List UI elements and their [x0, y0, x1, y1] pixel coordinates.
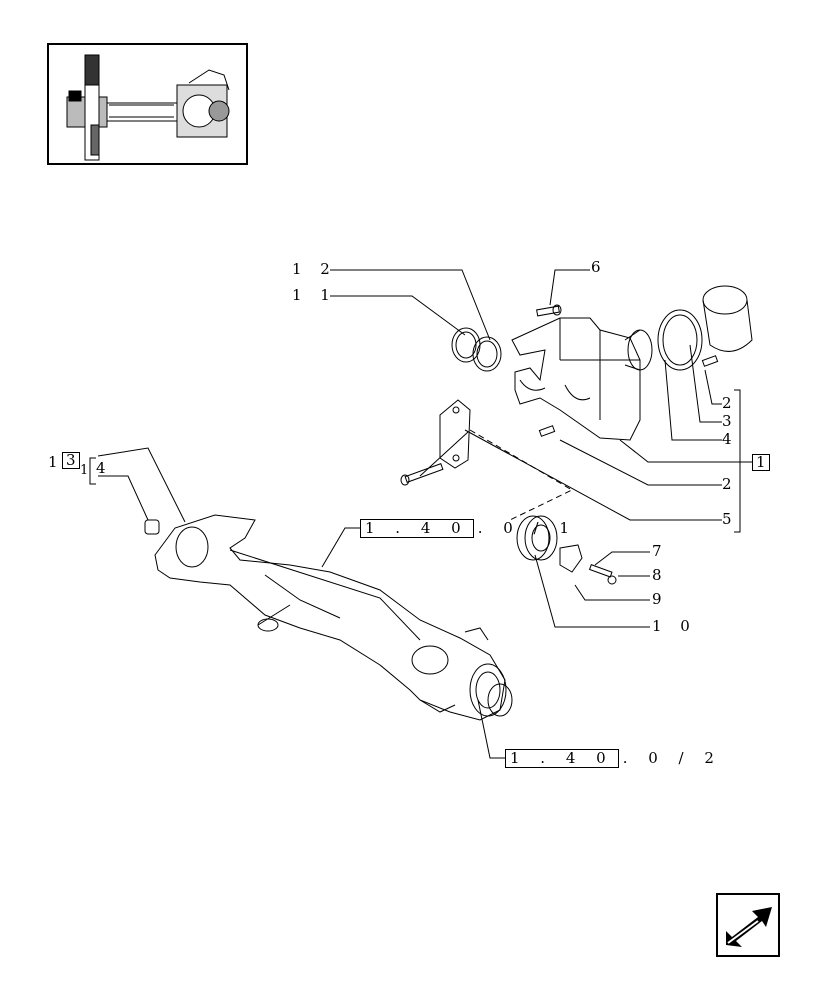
- ring-12: [472, 336, 502, 372]
- leader-4a: [664, 359, 722, 441]
- leader-11: [330, 295, 466, 336]
- label-7: 7: [652, 542, 669, 560]
- axle-thumbnail-icon: [66, 54, 230, 161]
- assembly-thumbnail: [47, 43, 248, 165]
- hub-right: [469, 663, 507, 717]
- ref-1-box: 1 . 4 0: [360, 519, 474, 538]
- bolt-6: [536, 305, 560, 317]
- leader-9: [574, 584, 650, 601]
- leader-3: [689, 344, 722, 423]
- pin-2b: [538, 425, 556, 437]
- leader-12: [330, 269, 491, 341]
- bracket-right: [734, 389, 741, 533]
- bushing-14: [144, 519, 160, 535]
- assembly-dashline: [469, 429, 574, 521]
- label-2a: 2: [722, 394, 739, 412]
- label-8: 8: [652, 566, 669, 584]
- leader-2a: [704, 369, 722, 405]
- bushing-4: [702, 285, 748, 315]
- ref-2-box: 1 . 4 0: [505, 749, 619, 768]
- ref-1-tail: . 0 / 1: [477, 519, 577, 537]
- seal-3: [657, 309, 703, 371]
- leader-10: [534, 554, 650, 628]
- label-9: 9: [652, 590, 669, 608]
- label-13-box: 3: [62, 452, 80, 469]
- label-5: 5: [722, 510, 739, 528]
- label-3: 3: [722, 412, 739, 430]
- label-6: 6: [591, 258, 608, 276]
- axle-housing: [154, 514, 506, 721]
- ref-link-1-40-0-1[interactable]: 1 . 4 0. 0 / 1: [360, 519, 577, 538]
- ref-2-tail: . 0 / 2: [622, 749, 722, 767]
- pin-2a: [701, 355, 719, 367]
- clip-9: [559, 544, 583, 573]
- gear-ring-10: [516, 515, 550, 561]
- bolt-8: [588, 564, 613, 578]
- label-10: 1 0: [652, 617, 697, 635]
- bracket-left: [89, 457, 96, 485]
- ref-link-1-40-0-2[interactable]: 1 . 4 0. 0 / 2: [505, 749, 722, 768]
- leader-14: [98, 475, 149, 521]
- leader-1: [619, 439, 752, 463]
- label-11: 1 1: [292, 286, 337, 304]
- leader-5b: [419, 431, 469, 477]
- label-2b: 2: [722, 475, 739, 493]
- housing-1: [511, 317, 641, 441]
- leader-6: [549, 269, 590, 306]
- leader-ref1: [321, 527, 360, 568]
- leader-2b: [559, 439, 722, 486]
- leader-5: [464, 429, 722, 521]
- label-13-prefix: 1: [48, 453, 65, 471]
- label-14: 4: [96, 459, 113, 477]
- next-page-button[interactable]: [716, 893, 780, 957]
- label-12: 1 2: [292, 260, 337, 278]
- label-14-prefix: 1: [80, 463, 96, 478]
- cap-5: [439, 399, 471, 469]
- leader-7: [594, 551, 650, 566]
- leader-13-14: [97, 447, 186, 523]
- label-4a: 4: [722, 430, 739, 448]
- label-1-box: 1: [752, 454, 770, 471]
- next-page-arrow-icon: [726, 907, 772, 947]
